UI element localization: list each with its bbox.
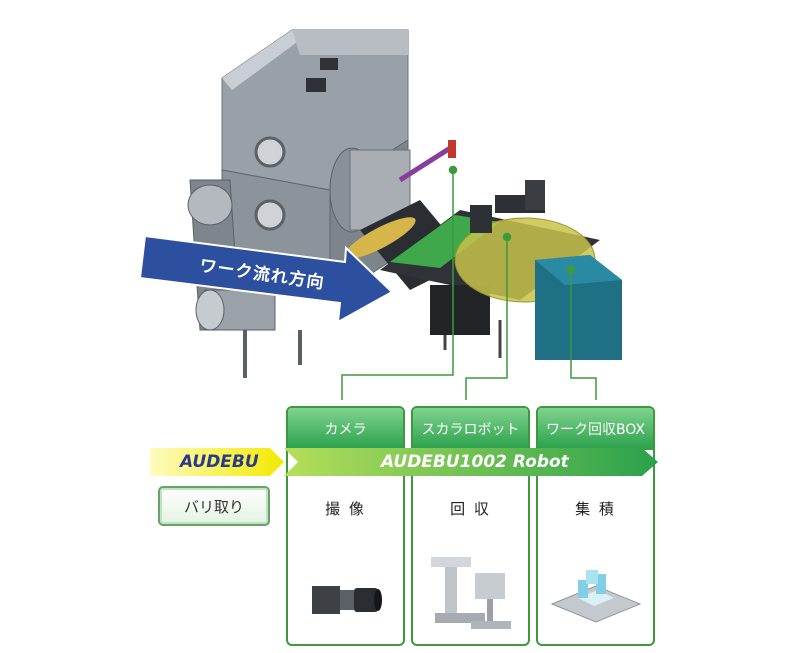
station-title: スカラロボット (413, 408, 528, 450)
station-scara-robot: スカラロボット 回 収 (411, 406, 530, 646)
flow-direction-arrow (138, 234, 394, 324)
station-collection-box: ワーク回収BOX 集 積 (536, 406, 655, 646)
scara-robot (470, 180, 545, 233)
station-action: 撮 像 (325, 500, 366, 518)
machine-illustration (138, 29, 622, 400)
collection-box (535, 255, 622, 360)
deburr-label: バリ取り (183, 497, 244, 516)
audebu-robot-label: AUDEBU1002 Robot (381, 452, 569, 472)
audebu-bar (150, 448, 284, 476)
process-bar (150, 448, 658, 476)
deburring-machine (187, 29, 411, 378)
connector-lines (341, 165, 597, 400)
station-title: ワーク回収BOX (538, 408, 653, 450)
station-action: 回 収 (450, 500, 491, 518)
collection-box-icon (550, 570, 642, 623)
camera-icon (312, 586, 382, 614)
scara-robot-icon (431, 557, 511, 629)
robot-bar (284, 448, 658, 476)
station-action: 集 積 (575, 500, 616, 518)
station-camera: カメラ 撮 像 (286, 406, 405, 646)
audebu-label: AUDEBU (180, 452, 259, 472)
camera-rail (398, 142, 457, 183)
station-title: カメラ (288, 408, 403, 450)
deburr-box: バリ取り (158, 486, 270, 526)
